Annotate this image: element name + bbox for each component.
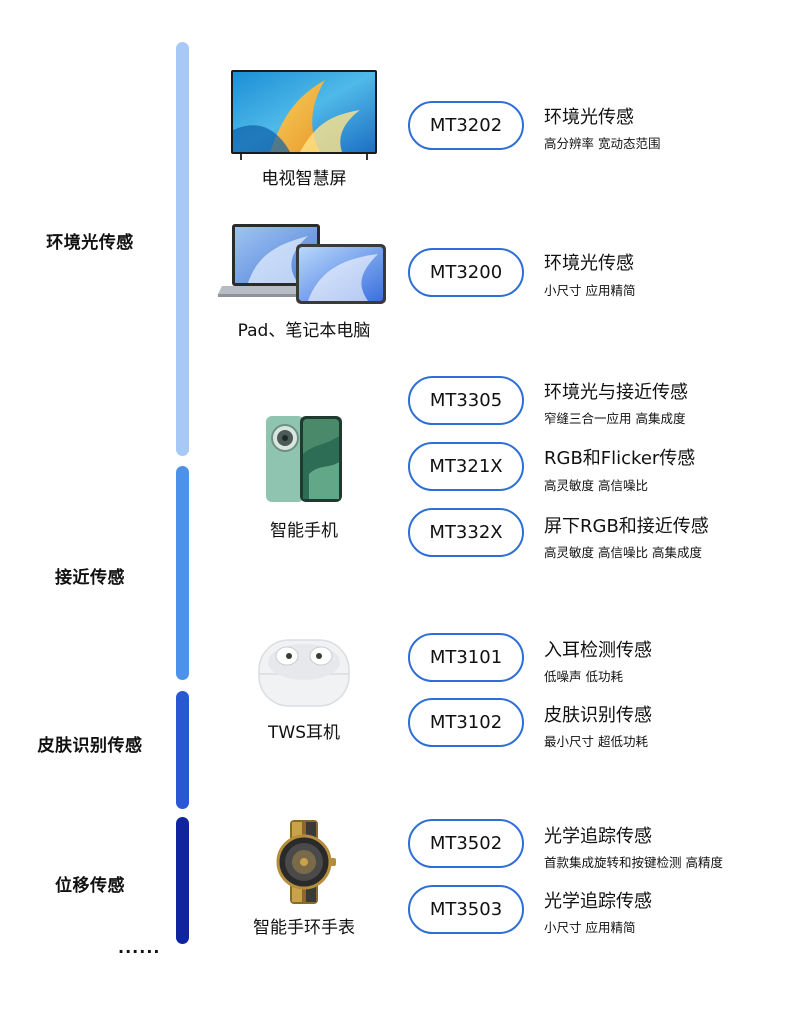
device-label-phone: 智能手机	[270, 521, 338, 541]
category-skin-detection: 皮肤识别传感	[37, 736, 143, 756]
category-displacement: 位移传感	[55, 876, 125, 896]
model-pill-mt3502: MT3502	[408, 819, 524, 868]
feature-title: 环境光传感	[544, 107, 634, 128]
feature-desc: 窄缝三合一应用 高集成度	[544, 411, 686, 426]
category-proximity: 接近传感	[55, 568, 125, 588]
device-label-watch: 智能手环手表	[253, 918, 355, 938]
feature-title: 光学追踪传感	[544, 891, 652, 912]
feature-title: 皮肤识别传感	[544, 705, 652, 726]
feature-desc: 高分辨率 宽动态范围	[544, 136, 661, 151]
feature-title: 入耳检测传感	[544, 640, 652, 661]
feature-title: 环境光传感	[544, 253, 634, 274]
phone-image	[264, 414, 344, 504]
feature-desc: 高灵敏度 高信噪比 高集成度	[544, 545, 702, 560]
tv-image	[230, 70, 378, 160]
pad-laptop-image	[218, 224, 388, 306]
category-ambient-light: 环境光传感	[46, 233, 134, 253]
feature-desc: 最小尺寸 超低功耗	[544, 734, 648, 749]
more-ellipsis: ......	[118, 938, 161, 957]
feature-title: 光学追踪传感	[544, 826, 652, 847]
timeline-bar-skin-detection	[176, 691, 189, 809]
timeline-bar-ambient-light	[176, 42, 189, 456]
tws-earbuds-image	[257, 632, 351, 708]
feature-desc: 首款集成旋转和按键检测 高精度	[544, 855, 723, 870]
model-pill-mt332x: MT332X	[408, 508, 524, 557]
model-pill-mt3202: MT3202	[408, 101, 524, 150]
feature-desc: 小尺寸 应用精简	[544, 283, 636, 298]
feature-title: RGB和Flicker传感	[544, 448, 696, 469]
timeline-bar-displacement	[176, 817, 189, 944]
model-pill-mt321x: MT321X	[408, 442, 524, 491]
device-label-pad-laptop: Pad、笔记本电脑	[237, 321, 371, 341]
model-pill-mt3102: MT3102	[408, 698, 524, 747]
feature-desc: 低噪声 低功耗	[544, 669, 623, 684]
feature-title: 环境光与接近传感	[544, 382, 688, 403]
feature-desc: 高灵敏度 高信噪比	[544, 478, 648, 493]
model-pill-mt3101: MT3101	[408, 633, 524, 682]
feature-title: 屏下RGB和接近传感	[544, 516, 709, 537]
timeline-bar-proximity	[176, 466, 189, 680]
smartwatch-image	[268, 820, 340, 904]
device-label-tws: TWS耳机	[268, 723, 340, 743]
feature-desc: 小尺寸 应用精简	[544, 920, 636, 935]
model-pill-mt3200: MT3200	[408, 248, 524, 297]
model-pill-mt3503: MT3503	[408, 885, 524, 934]
device-label-tv: 电视智慧屏	[261, 169, 347, 189]
model-pill-mt3305: MT3305	[408, 376, 524, 425]
